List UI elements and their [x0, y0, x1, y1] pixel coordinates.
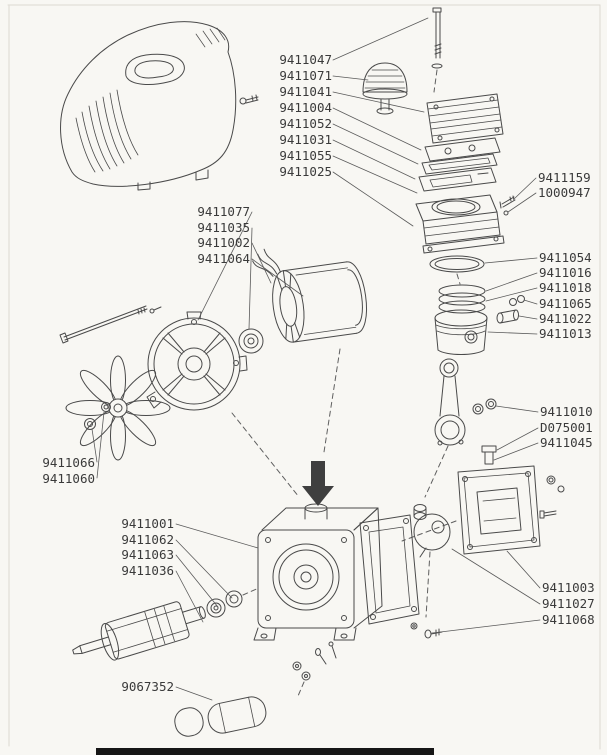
fan-blade-drawing	[65, 355, 171, 461]
assembly-axis-lines	[231, 69, 461, 697]
head-gasket-drawing	[421, 153, 498, 175]
pump-screws-drawing	[410, 622, 443, 639]
motor-cover-drawing	[60, 21, 237, 191]
part-label: 9411001	[121, 516, 174, 531]
reed-valve-drawing	[418, 167, 497, 192]
part-label: 9411027	[542, 596, 595, 611]
cylinder-stud-drawing	[499, 195, 516, 216]
part-label: 9411047	[279, 52, 332, 67]
leader-lines	[91, 17, 541, 701]
part-label: 9067352	[121, 679, 174, 694]
crankcase-drawing	[253, 503, 383, 659]
part-label: 1000947	[538, 185, 591, 200]
fan-nut-drawing	[101, 402, 111, 412]
part-label: 9411055	[279, 148, 332, 163]
fan-washer-drawing	[84, 418, 96, 430]
air-filter-drawing	[362, 62, 408, 115]
capacitor-drawing	[207, 696, 267, 734]
part-label: 9411041	[279, 84, 332, 99]
valve-plate-drawing	[424, 137, 501, 162]
part-label: 9411068	[542, 612, 595, 627]
part-label: 9411045	[540, 435, 593, 450]
part-label: 9411052	[279, 116, 332, 131]
part-label: 9411025	[279, 164, 332, 179]
cylinder-oring-drawing	[429, 255, 485, 273]
part-label: 9411018	[539, 280, 592, 295]
assembly-arrow-icon	[302, 461, 334, 506]
part-label: 9411022	[539, 311, 592, 326]
piston-drawing	[434, 309, 488, 355]
part-label: 9411077	[197, 204, 250, 219]
part-label: 9411066	[42, 455, 95, 470]
cover-screw-drawing	[239, 94, 259, 105]
eccentric-drawing	[413, 504, 451, 558]
part-label: 9411002	[197, 235, 250, 250]
part-label: 9411016	[539, 265, 592, 280]
connecting-rod-drawing	[434, 358, 497, 446]
rear-bearings-drawing	[206, 590, 243, 618]
scan-edges	[7, 4, 601, 750]
cylinder-head-drawing	[426, 93, 504, 144]
part-label: 9411065	[539, 296, 592, 311]
part-label: 9411054	[539, 250, 592, 265]
cylinder-drawing	[415, 194, 505, 254]
stator-drawing	[252, 248, 368, 343]
part-label: 9411071	[279, 68, 332, 83]
through-bolt-drawing	[59, 305, 162, 344]
part-label: 9411036	[121, 563, 174, 578]
part-label: 9411004	[279, 100, 332, 115]
front-bearing-drawing	[238, 328, 264, 354]
piston-rings-drawing	[438, 284, 486, 314]
part-label: 9411013	[539, 326, 592, 341]
part-label: 9411060	[42, 471, 95, 486]
bottom-washers-drawing	[292, 648, 327, 681]
part-label: 9411064	[197, 251, 250, 266]
part-label: D075001	[540, 420, 593, 435]
crankcase-gasket-drawing	[359, 514, 420, 625]
scan-artifact-bar	[96, 748, 434, 755]
pump-head-drawing	[457, 445, 565, 555]
part-label: 9411010	[540, 404, 593, 419]
rotor-drawing	[72, 601, 206, 661]
part-label: 9411063	[121, 547, 174, 562]
capacitor-sleeve-drawing	[174, 707, 204, 737]
part-label: 9411159	[538, 170, 591, 185]
part-label: 9411031	[279, 132, 332, 147]
circlips-drawing	[509, 295, 525, 306]
part-label: 9411003	[542, 580, 595, 595]
part-label: 9411062	[121, 532, 174, 547]
head-bolt-drawing	[431, 7, 443, 69]
fan-shroud-drawing	[146, 311, 248, 411]
wrist-pin-drawing	[496, 309, 519, 324]
part-label: 9411035	[197, 220, 250, 235]
